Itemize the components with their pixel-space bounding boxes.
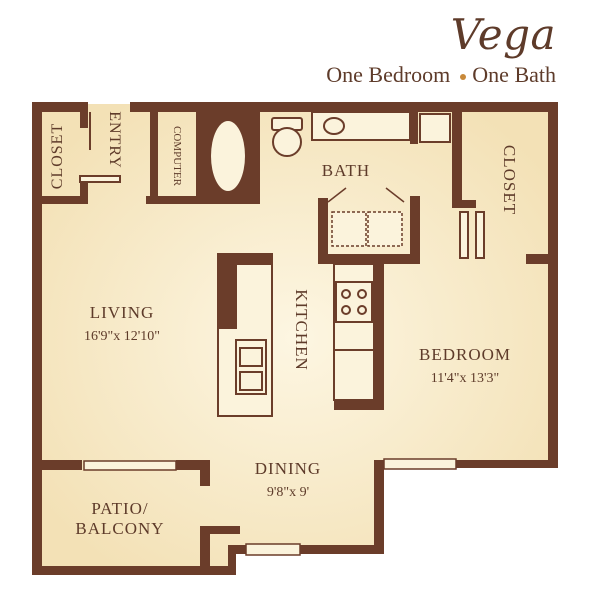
living-size: 16'9"x 12'10" bbox=[84, 329, 160, 344]
kitchen-counter bbox=[333, 263, 375, 401]
closet-right-label: CLOSET bbox=[500, 145, 519, 215]
dining-size: 9'8"x 9' bbox=[267, 485, 309, 500]
floor-area bbox=[34, 104, 556, 572]
kitchen-label: KITCHEN bbox=[292, 289, 311, 371]
living-label: LIVING bbox=[90, 303, 155, 322]
closet-doors bbox=[459, 211, 485, 259]
dining-label: DINING bbox=[255, 459, 321, 478]
computer-label: COMPUTER bbox=[171, 126, 183, 187]
bedroom-label: BEDROOM bbox=[419, 345, 511, 364]
bath-vanity bbox=[311, 111, 451, 143]
kitchen-island bbox=[217, 253, 273, 417]
exterior-walls bbox=[32, 102, 558, 575]
plan-subtitle: One Bedroom One Bath bbox=[326, 62, 556, 88]
entry-door bbox=[79, 112, 121, 183]
washer-dryer bbox=[327, 187, 405, 247]
bullet-dot-icon bbox=[460, 73, 467, 80]
windows bbox=[83, 458, 457, 556]
toilet-icon bbox=[271, 117, 303, 157]
patio-label-line1: PATIO/ bbox=[91, 499, 148, 518]
closet-left-label: CLOSET bbox=[49, 123, 66, 189]
bedroom-count: One Bedroom bbox=[326, 62, 451, 87]
bedroom-size: 11'4"x 13'3" bbox=[431, 371, 499, 386]
bathtub bbox=[206, 112, 250, 196]
interior-walls bbox=[34, 102, 556, 574]
bath-label: BATH bbox=[322, 161, 370, 180]
bath-count: One Bath bbox=[472, 62, 556, 87]
plan-title: Vega bbox=[450, 10, 556, 59]
room-labels: LIVING 16'9"x 12'10" BEDROOM 11'4"x 13'3… bbox=[49, 111, 519, 538]
entry-label: ENTRY bbox=[106, 111, 123, 168]
patio-label-line2: BALCONY bbox=[75, 519, 164, 538]
